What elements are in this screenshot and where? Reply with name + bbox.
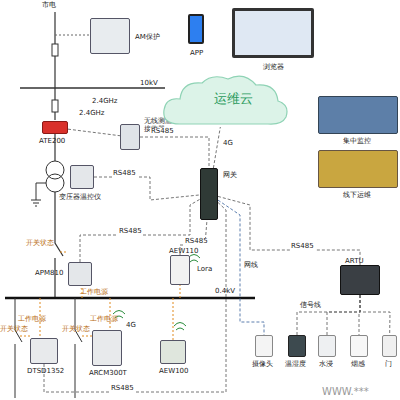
connector-label: RS485 (110, 385, 135, 393)
device-label: ARCM300T (89, 369, 133, 377)
connector-line (94, 177, 200, 200)
photo-panel: 线下运维 (318, 150, 398, 188)
bus-04kv (5, 297, 255, 300)
device-label: 变压器温控仪 (59, 193, 109, 201)
photo-panel: 集中监控 (318, 96, 398, 134)
signal-wire (55, 35, 90, 36)
fuse-symbol (52, 44, 58, 56)
note-label: 0.4kV (215, 288, 235, 296)
note-label: 工作电源 (18, 316, 46, 324)
device-label: APM810 (35, 269, 69, 277)
meter-device: AEW100 (160, 340, 186, 364)
meter-device: DTSD1352 (30, 338, 58, 364)
transformer-coil (46, 174, 64, 192)
fuse-symbol (52, 100, 58, 112)
connector-line (140, 137, 209, 168)
device-label: 网关 (223, 171, 243, 179)
monitor-screen: 浏览器 (232, 8, 314, 58)
note-label: 2.4GHz (92, 98, 118, 106)
connector-label: 4G (222, 140, 234, 148)
meter-device: AEW110 (170, 255, 190, 285)
connector-line (44, 202, 226, 392)
note-label: WWW.*** (322, 386, 369, 397)
rtu-device: ARTU (340, 265, 380, 295)
connector-label: RS485 (112, 170, 137, 178)
water-sensor: 水浸 (318, 335, 336, 357)
device-label: 集中监控 (343, 137, 383, 145)
cloud-platform: 运维云 (160, 72, 290, 127)
note-label: 工作电源 (90, 316, 118, 324)
connector-line (213, 127, 220, 168)
cloud-title: 运维云 (203, 92, 263, 107)
device-label: ATE200 (39, 137, 79, 145)
connector-line (297, 295, 360, 335)
note-label: 市电 (42, 2, 56, 10)
connector-label: RS485 (150, 128, 175, 136)
wireless-symbol (174, 323, 186, 331)
device-label: 门 (385, 360, 399, 368)
meter-device: APM810 (68, 262, 92, 286)
note-label: 信号线 (300, 302, 321, 310)
note-label: 开关状态 (0, 326, 28, 334)
note-label: 4G (126, 322, 136, 330)
connector-label: RS485 (118, 228, 143, 236)
connector-line (218, 196, 360, 265)
device-label: 水浸 (319, 360, 349, 368)
phone-app: APP (188, 14, 204, 44)
device-label: AM保护 (135, 33, 175, 41)
temperature-sensor: ATE200 (42, 121, 68, 134)
connector-label: RS485 (290, 243, 315, 251)
connector-label: 2.4GHz (78, 110, 106, 118)
bus-10kv (20, 87, 165, 89)
connector-line (360, 295, 390, 335)
connector-line (327, 295, 360, 335)
switch-symbol (55, 192, 63, 298)
gateway-device: 网关 (200, 168, 218, 220)
humidity-sensor: 温湿度 (288, 335, 306, 357)
device-label: ARTU (345, 257, 375, 265)
note-label: 开关状态 (62, 326, 90, 334)
ground-symbol (31, 183, 46, 206)
connector-line (68, 129, 120, 136)
status-wire (20, 336, 92, 337)
device-label: 烟感 (351, 360, 381, 368)
device-label: AEW100 (159, 367, 199, 375)
cloud-outline (164, 76, 287, 124)
note-label: Lora (197, 266, 212, 274)
switch-symbol (75, 298, 82, 398)
note-label: 工作电源 (80, 289, 108, 297)
device-label: 摄像头 (252, 360, 282, 368)
device-label: 温湿度 (285, 360, 315, 368)
connector-label: RS485 (184, 238, 209, 246)
protection-relay: AM保护 (90, 18, 130, 54)
device-label: 浏览器 (263, 63, 303, 71)
note-label: 10kV (140, 80, 158, 88)
device-label: DTSD1352 (27, 367, 71, 375)
wireless-receiver: 无线测温 接收器 (120, 124, 140, 150)
device-label: APP (190, 49, 210, 57)
connector-line (218, 200, 264, 335)
connector-label: 网线 (243, 262, 259, 270)
smoke-sensor: 烟感 (350, 335, 368, 357)
temperature-controller: 变压器温控仪 (70, 165, 94, 189)
note-label: 开关状态 (26, 240, 54, 248)
device-label: AEW110 (169, 247, 203, 255)
device-label: 线下运维 (343, 191, 383, 199)
meter-device: ARCM300T (92, 330, 122, 366)
camera-sensor: 摄像头 (255, 335, 273, 357)
switch-symbol (15, 298, 22, 398)
door-sensor: 门 (382, 335, 397, 357)
status-wire (60, 252, 68, 253)
